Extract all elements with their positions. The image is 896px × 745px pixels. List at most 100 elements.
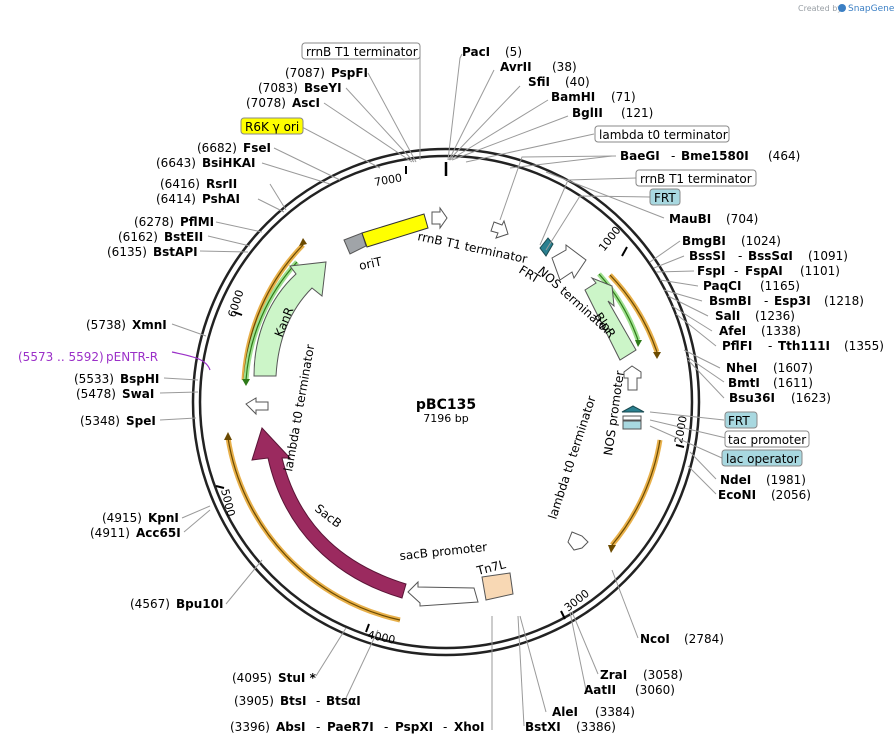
site-avrII[interactable]: AvrII(38) bbox=[500, 60, 577, 74]
site-aatII[interactable]: AatII(3060) bbox=[584, 683, 675, 697]
svg-text:(6416): (6416) bbox=[160, 177, 200, 191]
site-bseYI[interactable]: (7083)BseYI bbox=[258, 81, 342, 95]
box-r6k[interactable] bbox=[240, 117, 304, 135]
site-stuI[interactable]: (4095)StuI * bbox=[232, 671, 317, 685]
box-lac[interactable] bbox=[721, 449, 803, 467]
kanr-feature[interactable] bbox=[253, 261, 327, 377]
site-baeGI[interactable]: BaeGI-Bme1580I(464) bbox=[620, 149, 800, 163]
site-bssSI[interactable]: BssSI-BssSαI(1091) bbox=[689, 249, 848, 263]
box-tac[interactable] bbox=[724, 430, 810, 448]
tick-label-2000: 2000 bbox=[672, 415, 690, 445]
site-absI[interactable]: (3396) AbsI - PaeR7I - PspXI - XhoI bbox=[230, 720, 485, 734]
site-rsrII[interactable]: (6416)RsrII bbox=[160, 177, 237, 191]
svg-text:PacI: PacI bbox=[462, 45, 490, 59]
site-swaI[interactable]: (5478)SwaI bbox=[76, 387, 154, 401]
svg-text:-: - bbox=[768, 339, 772, 353]
site-btsI[interactable]: (3905)BtsI-BtsαI bbox=[234, 694, 361, 708]
site-bmgBI[interactable]: BmgBI(1024) bbox=[682, 234, 781, 248]
box-rrnB-right[interactable] bbox=[635, 169, 757, 187]
sacb-promoter-feature[interactable] bbox=[407, 580, 479, 607]
lac-operator-feature[interactable] bbox=[622, 420, 642, 430]
svg-text:(4567): (4567) bbox=[130, 597, 170, 611]
site-kpnI[interactable]: (4915)KpnI bbox=[102, 511, 179, 525]
label-tac: tac promoter bbox=[728, 433, 806, 447]
lambda-t0-terminator-right-feature[interactable] bbox=[567, 531, 589, 551]
site-paqCI[interactable]: PaqCI (1165) bbox=[703, 279, 800, 293]
site-bsiHKAI[interactable]: (6643)BsiHKAI bbox=[156, 156, 256, 170]
sites-bottom: NcoI(2784) ZraI(3058) AatII(3060) AleI(3… bbox=[90, 511, 724, 734]
rrnB-terminator-feature[interactable] bbox=[431, 206, 448, 230]
site-afeI[interactable]: AfeI(1338) bbox=[719, 324, 801, 338]
nos-promoter-feature[interactable] bbox=[623, 365, 642, 391]
primer-label[interactable]: (5573 .. 5592) pENTR-R bbox=[18, 350, 158, 364]
svg-text:PaqCI: PaqCI bbox=[703, 279, 741, 293]
sacb-feature[interactable] bbox=[251, 427, 407, 599]
site-fspI[interactable]: FspI-FspAI(1101) bbox=[697, 264, 840, 278]
tac-promoter-feature[interactable] bbox=[622, 415, 642, 421]
site-pshAI[interactable]: (6414)PshAI bbox=[156, 192, 240, 206]
site-pflFI[interactable]: PflFI-Tth111I(1355) bbox=[722, 339, 884, 353]
site-ncoI[interactable]: NcoI(2784) bbox=[640, 632, 724, 646]
site-mauBI[interactable]: MauBI(704) bbox=[669, 212, 758, 226]
site-ecoNI[interactable]: EcoNI(2056) bbox=[718, 488, 811, 502]
site-salI[interactable]: SalI(1236) bbox=[715, 309, 795, 323]
svg-text:BtsI: BtsI bbox=[280, 694, 307, 708]
svg-text:(1101): (1101) bbox=[800, 264, 840, 278]
box-lambda-top[interactable] bbox=[594, 125, 730, 143]
orf-kanr-arrowhead bbox=[299, 238, 307, 246]
lambda-t0-terminator-top-feature[interactable] bbox=[490, 219, 509, 239]
svg-text:AfeI: AfeI bbox=[719, 324, 746, 338]
site-bstEII[interactable]: (6162)BstEII bbox=[118, 230, 203, 244]
svg-text:ZraI: ZraI bbox=[600, 668, 627, 682]
svg-text:(3384): (3384) bbox=[595, 705, 635, 719]
tick-3000 bbox=[560, 610, 566, 620]
svg-text:BmgBI: BmgBI bbox=[682, 234, 726, 248]
svg-text:PspFI: PspFI bbox=[331, 66, 368, 80]
blpr-feature[interactable] bbox=[584, 276, 637, 361]
tn7l-feature[interactable] bbox=[481, 572, 514, 601]
site-bsu36I[interactable]: Bsu36I(1623) bbox=[729, 391, 831, 405]
frt-top-feature[interactable] bbox=[539, 237, 554, 257]
svg-text:BaeGI: BaeGI bbox=[620, 149, 660, 163]
label-sacb-promoter: sacB promoter bbox=[399, 540, 488, 563]
site-bmtI[interactable]: BmtI(1611) bbox=[728, 376, 813, 390]
orf-arcs bbox=[224, 238, 663, 623]
site-sfiI[interactable]: SfiI(40) bbox=[528, 75, 590, 89]
site-pflMI[interactable]: (6278)PflMI bbox=[134, 215, 214, 229]
site-bstXI[interactable]: BstXI(3386) bbox=[525, 720, 616, 734]
r6k-ori-feature[interactable] bbox=[361, 213, 429, 248]
site-fseI[interactable]: (6682)FseI bbox=[197, 141, 271, 155]
site-speI[interactable]: (5348)SpeI bbox=[80, 414, 156, 428]
svg-text:AscI: AscI bbox=[292, 96, 320, 110]
svg-text:(121): (121) bbox=[621, 106, 653, 120]
tick-6000 bbox=[233, 311, 243, 316]
site-aleI[interactable]: AleI(3384) bbox=[552, 705, 635, 719]
site-bsmBI[interactable]: BsmBI-Esp3I(1218) bbox=[709, 294, 864, 308]
svg-text:(71): (71) bbox=[611, 90, 636, 104]
label-rrnB-inner: rrnB T1 terminator bbox=[416, 229, 528, 266]
site-ndeI[interactable]: NdeI(1981) bbox=[720, 473, 806, 487]
box-rrnB-top[interactable] bbox=[301, 42, 421, 60]
frt-right-feature[interactable] bbox=[621, 405, 645, 413]
site-bglII[interactable]: BglII(121) bbox=[572, 106, 653, 120]
site-pspFI[interactable]: (7087)PspFI bbox=[285, 66, 368, 80]
box-frt-right[interactable] bbox=[724, 411, 758, 429]
site-pacI[interactable]: PacI (5) bbox=[462, 45, 522, 59]
site-xmnI[interactable]: (5738)XmnI bbox=[86, 318, 167, 332]
site-bamHI[interactable]: BamHI(71) bbox=[551, 90, 636, 104]
box-frt-top[interactable] bbox=[649, 188, 681, 206]
site-bspHI[interactable]: (5533)BspHI bbox=[74, 372, 159, 386]
svg-text:(1165): (1165) bbox=[760, 279, 800, 293]
site-bstAPI[interactable]: (6135)BstAPI bbox=[107, 245, 198, 259]
oriT-feature[interactable] bbox=[343, 232, 367, 255]
site-acc65I[interactable]: (4911)Acc65I bbox=[90, 526, 181, 540]
lambda-t0-terminator-left-feature[interactable] bbox=[245, 397, 269, 416]
site-ascI[interactable]: (7078)AscI bbox=[246, 96, 320, 110]
nos-terminator-feature[interactable] bbox=[551, 244, 587, 281]
site-nheI[interactable]: NheI(1607) bbox=[726, 361, 813, 375]
primer-name: pENTR-R bbox=[106, 350, 158, 364]
site-zraI[interactable]: ZraI(3058) bbox=[600, 668, 683, 682]
site-bpu10I[interactable]: (4567)Bpu10I bbox=[130, 597, 223, 611]
svg-text:FspI: FspI bbox=[697, 264, 725, 278]
svg-text:(5): (5) bbox=[505, 45, 522, 59]
